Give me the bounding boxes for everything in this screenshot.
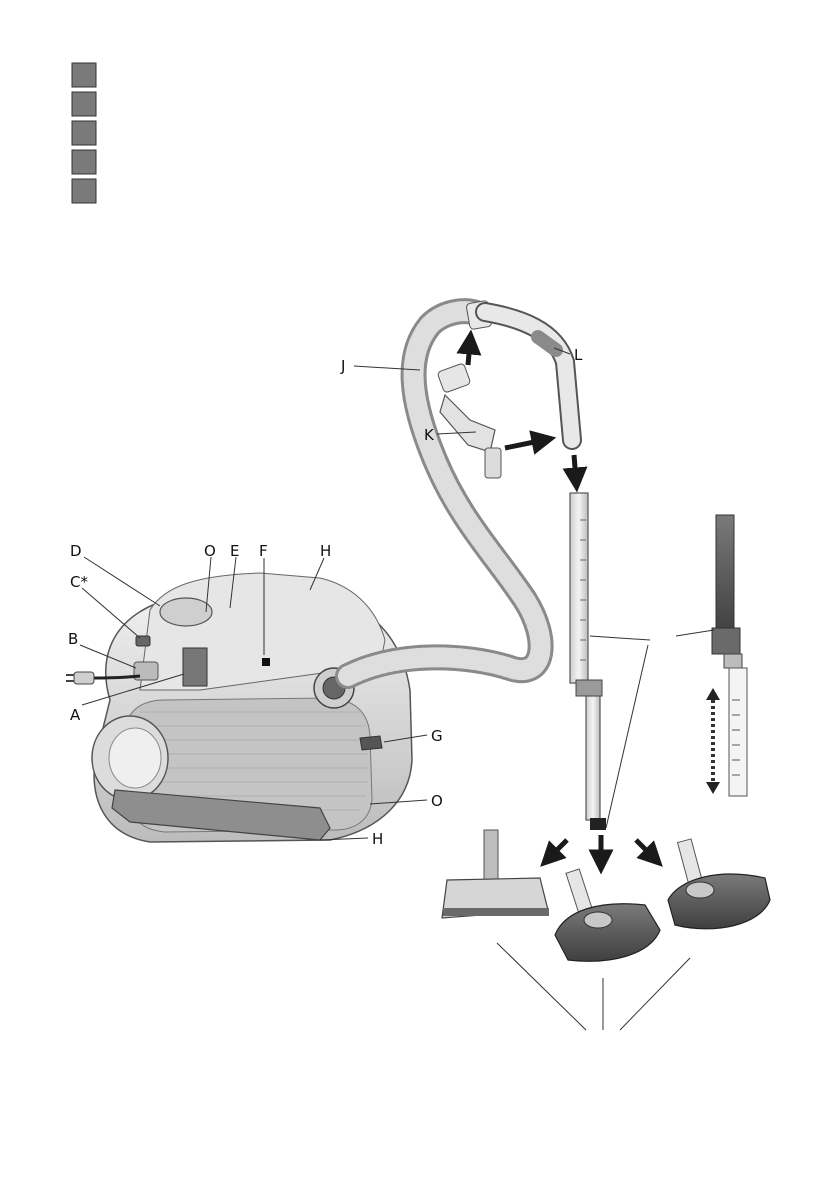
label-O-bottom: O [431,792,443,810]
legend-square-1 [72,63,96,87]
power-dial [160,598,212,626]
power-cord [92,676,140,678]
turbo-nozzle [668,839,770,929]
telescopic-tube [570,493,606,830]
plug-icon [66,672,94,684]
label-J: J [340,357,345,375]
label-E: E [230,542,239,560]
label-O-top: O [204,542,216,560]
label-G: G [431,727,443,745]
label-A: A [70,706,81,724]
filter-indicator [262,658,270,666]
legend-square-4 [72,150,96,174]
label-C: C* [70,573,88,591]
vacuum-body [66,573,412,842]
label-L: L [574,346,583,364]
combination-nozzle [555,869,660,961]
flexible-hose [348,300,572,676]
legend-square-3 [72,121,96,145]
tube-detail [706,515,747,796]
legend-squares [72,63,96,203]
label-H-top: H [320,542,331,560]
side-handle [360,736,382,750]
label-K: K [424,426,435,444]
label-H-bottom: H [372,830,383,848]
legend-square-2 [72,92,96,116]
legend-square-5 [72,179,96,203]
cord-button [136,636,150,646]
label-F: F [259,542,268,560]
label-D: D [70,542,82,560]
indicator-window [183,648,207,686]
label-B: B [68,630,78,648]
parquet-nozzle [442,830,549,918]
